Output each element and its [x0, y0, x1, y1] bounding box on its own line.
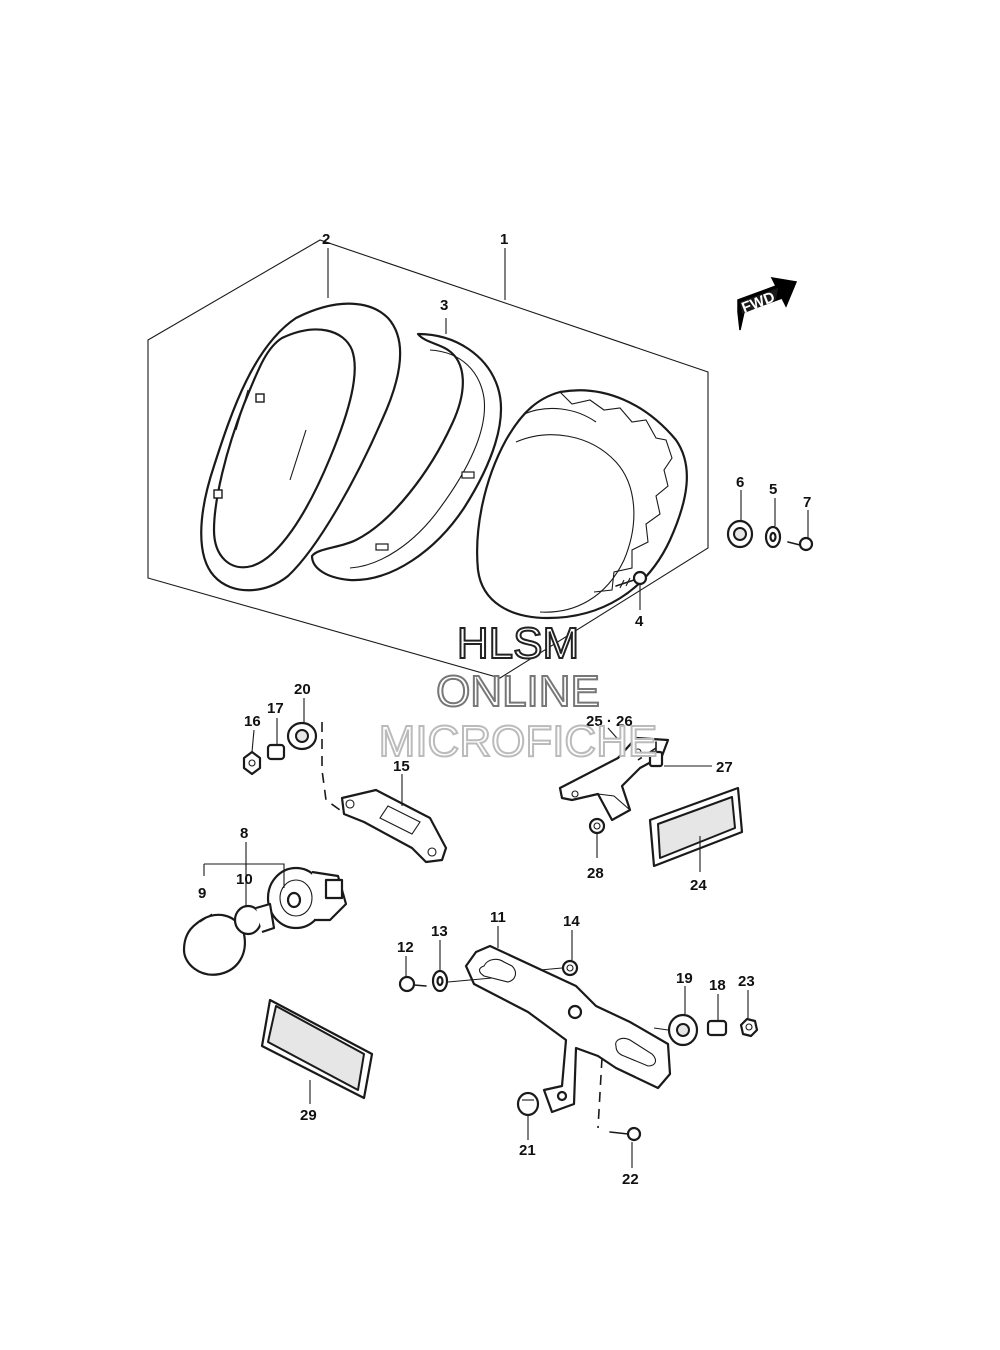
leader-13-11 [447, 977, 493, 983]
watermark-line-3: MICROFICHE [379, 717, 658, 766]
leader-14 [539, 967, 563, 971]
callout-1: 1 [500, 231, 508, 248]
part-24-reflector [648, 786, 744, 868]
part-12-bolt [398, 975, 427, 993]
callout-7: 7 [803, 494, 811, 511]
callout-20: 20 [294, 681, 311, 698]
callout-19: 19 [676, 970, 693, 987]
part-16-nut [242, 750, 262, 776]
leader-19 [653, 1027, 669, 1031]
callout-17: 17 [267, 700, 284, 717]
part-21-collar [516, 1091, 540, 1117]
callout-leaders [245, 248, 809, 1168]
callout-14: 14 [563, 913, 580, 930]
part-8-socket [266, 866, 348, 930]
part-9-lens [182, 913, 246, 976]
callout-12: 12 [397, 939, 414, 956]
part-7-screw [787, 536, 814, 552]
callout-9: 9 [198, 885, 206, 902]
part-5-washer [764, 525, 782, 549]
assembly-outline [147, 239, 709, 679]
part-20-grommet [286, 721, 318, 751]
callout-25-26: 25 · 26 [586, 713, 633, 730]
part-15-bracket [340, 788, 448, 864]
part-29-reflector [260, 998, 374, 1100]
leader-22 [597, 1057, 603, 1129]
callout-6: 6 [736, 474, 744, 491]
callout-28: 28 [587, 865, 604, 882]
callout-4: 4 [635, 613, 644, 630]
callout-8: 8 [240, 825, 248, 842]
callout-10: 10 [236, 871, 253, 888]
callout-16: 16 [244, 713, 261, 730]
callout-3: 3 [440, 297, 448, 314]
callout-29: 29 [300, 1107, 317, 1124]
part-6-grommet [726, 519, 754, 549]
fwd-label: FWD [739, 289, 777, 317]
leader-8 [204, 863, 285, 888]
callout-27: 27 [716, 759, 733, 776]
part-10-bulb [233, 902, 276, 936]
watermark: HLSM ONLINE MICROFICHE [378, 618, 659, 767]
callout-15: 15 [393, 758, 410, 775]
watermark-line-1: HLSM [457, 619, 579, 668]
leader-20-15 [321, 722, 341, 811]
fwd-arrow-icon: FWD [737, 277, 798, 331]
callout-11: 11 [490, 909, 506, 926]
part-3-gasket [310, 332, 502, 582]
callout-2: 2 [322, 231, 330, 248]
part-28-nut [588, 817, 606, 835]
callout-13: 13 [431, 923, 448, 940]
callout-18: 18 [709, 977, 726, 994]
part-13-washer [431, 969, 449, 993]
callout-24: 24 [690, 877, 707, 894]
callout-5: 5 [769, 481, 777, 498]
part-22-bolt [609, 1126, 642, 1142]
part-17-collar [266, 743, 286, 761]
watermark-line-2: ONLINE [436, 667, 600, 716]
part-11-bracket-plate [464, 944, 672, 1114]
part-27-screw [648, 741, 664, 768]
part-19-grommet [667, 1013, 699, 1047]
callout-22: 22 [622, 1171, 639, 1188]
callout-labels: 1 2 3 4 6 5 7 20 17 16 15 25 · 26 27 28 … [198, 231, 811, 1188]
lens-housing [476, 389, 688, 620]
part-14-nut [561, 959, 579, 977]
leader-27 [637, 747, 657, 761]
callout-23: 23 [738, 973, 755, 990]
part-18-collar [706, 1019, 728, 1037]
callout-21: 21 [519, 1142, 536, 1159]
part-2-rim [200, 302, 402, 592]
part-23-nut [739, 1017, 759, 1038]
